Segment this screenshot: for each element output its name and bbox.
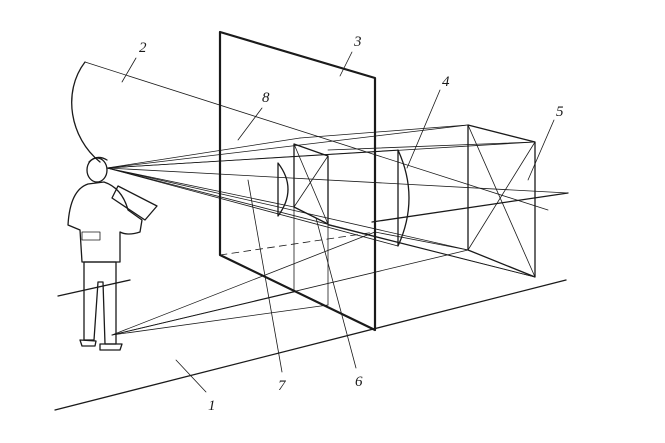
label-4: 4 [442, 74, 450, 90]
object-diagonal-a [467, 124, 536, 278]
label-6: 6 [355, 374, 363, 390]
ground-back-edge-right [371, 192, 569, 223]
ground-plane [54, 192, 569, 411]
horizon-ray [84, 61, 549, 211]
label-7: 7 [278, 378, 287, 394]
observer-shoe-right [99, 343, 123, 351]
projected-image-box [293, 143, 329, 306]
projected-image-diagonal-b [293, 155, 329, 208]
object-top-edge-back [299, 124, 469, 139]
object-bottom-edge-back [374, 231, 469, 251]
visual-rays [84, 61, 569, 278]
observer-figure [67, 156, 158, 351]
leader-7 [247, 179, 283, 373]
observer-pocket [81, 231, 101, 241]
view-angle-arc [71, 61, 101, 163]
label-1: 1 [208, 398, 216, 414]
leader-6 [315, 217, 357, 369]
lens-small [277, 162, 289, 217]
label-8: 8 [262, 90, 270, 106]
projected-image-diagonal-a [293, 143, 329, 225]
leader-4 [406, 89, 441, 169]
label-3: 3 [353, 34, 362, 50]
leader-3 [339, 51, 353, 77]
observer-legs [83, 261, 117, 345]
leader-lines [121, 51, 555, 393]
ground-back-edge-left [57, 279, 131, 297]
leader-1 [175, 359, 207, 393]
object-diagonal-b [467, 141, 536, 251]
drawing-board [111, 185, 158, 221]
ground-rays [111, 231, 469, 336]
picture-plane-frame [218, 30, 377, 332]
ground-front-edge [54, 279, 567, 411]
picture-plane-ground-line [219, 231, 376, 256]
label-2: 2 [139, 40, 147, 56]
object-top-edge-front [327, 141, 536, 151]
observer-hair [88, 156, 108, 163]
leader-2 [121, 57, 137, 83]
label-5: 5 [556, 104, 564, 120]
observer-shoe-left [79, 339, 97, 347]
callout-labels: 1 2 3 4 5 6 7 8 [139, 34, 564, 414]
observer-torso [67, 181, 143, 263]
lens-large [397, 149, 410, 247]
object-box [299, 124, 536, 278]
lenses [277, 149, 410, 247]
central-ray [106, 167, 569, 194]
leader-8 [237, 107, 263, 141]
picture-plane [218, 30, 377, 332]
leader-5 [527, 119, 555, 181]
